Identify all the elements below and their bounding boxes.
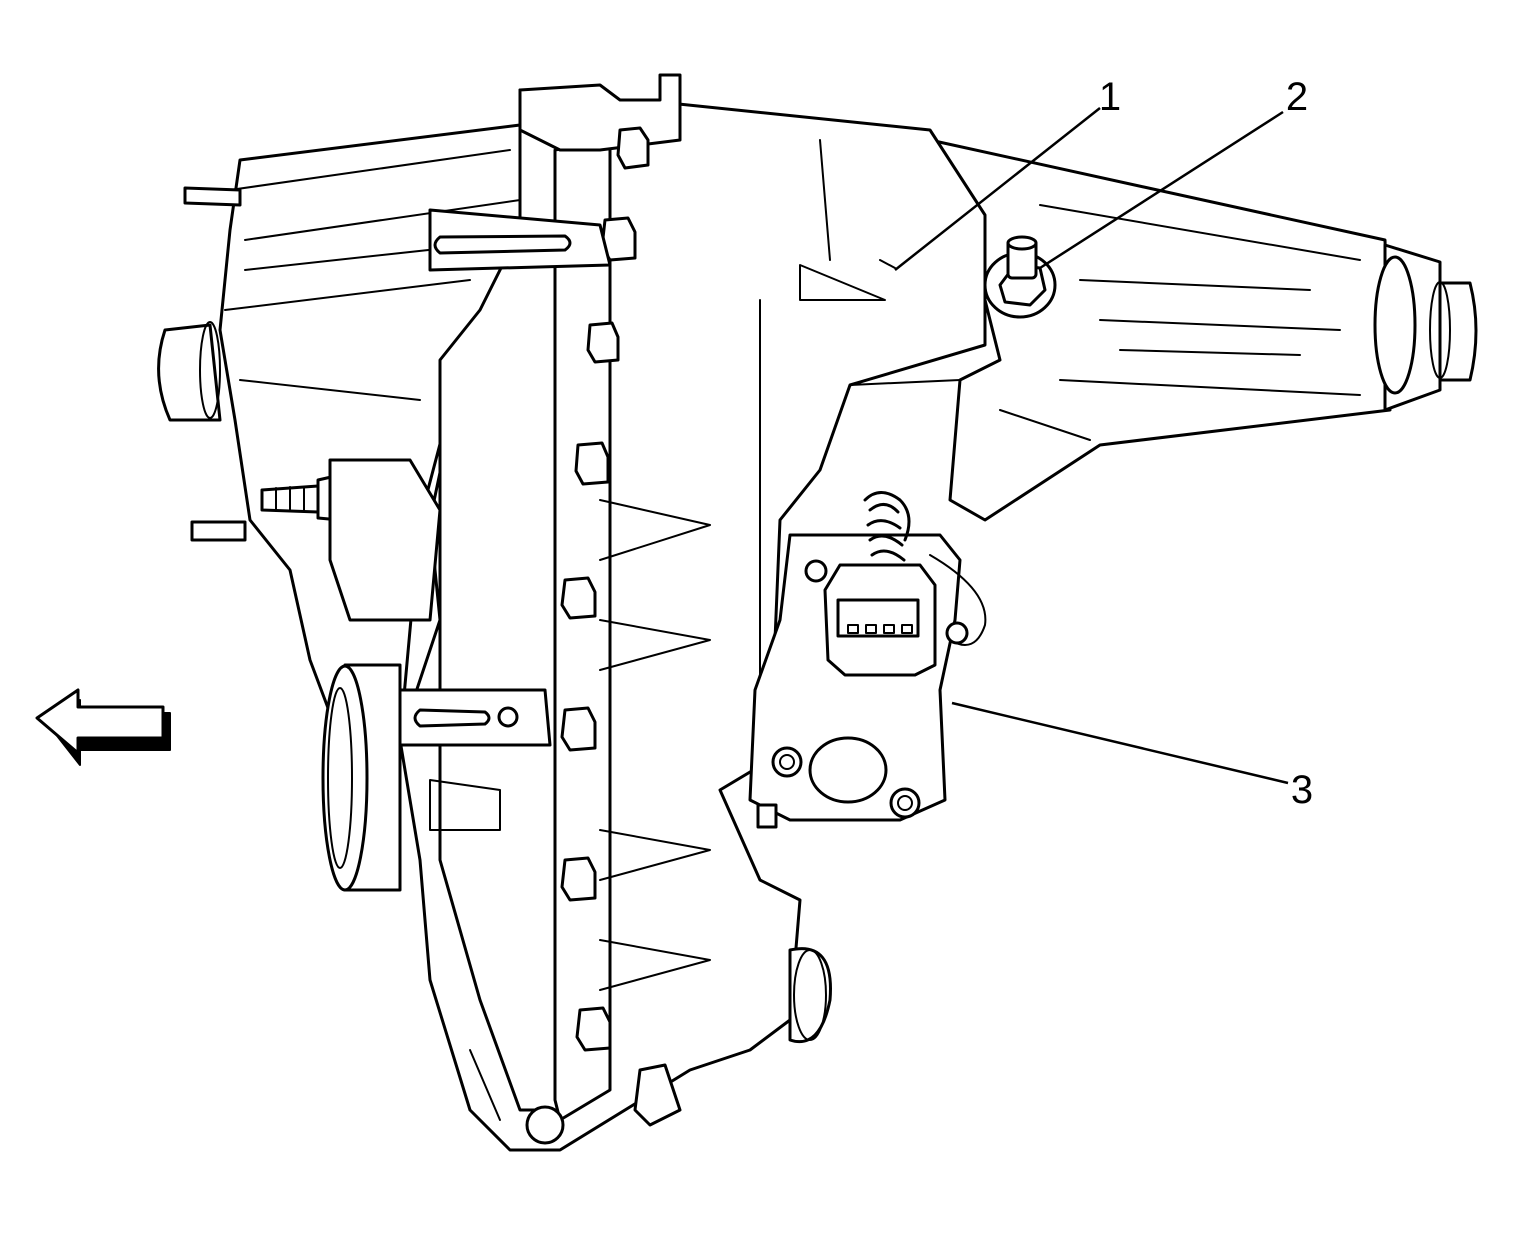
rear-extension-housing [928, 138, 1478, 522]
lower-housing-details [469, 947, 832, 1145]
motor-mount-bolt [945, 621, 969, 645]
motor-mount-bolt [804, 559, 828, 583]
leader-line-2 [1039, 110, 1284, 270]
seam-bolt [586, 321, 620, 364]
seam-bolt [574, 441, 610, 486]
left-arrow-icon [35, 688, 171, 766]
case-seam-flange [429, 73, 711, 1122]
callout-1: 1 [1099, 75, 1121, 119]
seam-bolt [560, 706, 597, 752]
harness-bracket-upper [428, 208, 612, 272]
seam-bolt [575, 1006, 612, 1052]
fill-plug [983, 235, 1057, 319]
leader-line-3 [951, 701, 1289, 785]
encoder-motor-assembly [748, 491, 987, 829]
motor-mount-bolt [771, 746, 803, 778]
leader-lines [894, 107, 1289, 785]
seam-bolt [560, 856, 597, 902]
harness-bracket-lower [398, 688, 552, 747]
callout-2: 2 [1286, 75, 1308, 119]
seam-bolt [560, 576, 597, 620]
seam-bolt [616, 126, 650, 170]
leader-line-1 [894, 107, 1101, 271]
motor-mount-bolt [889, 787, 921, 819]
callout-3: 3 [1291, 768, 1313, 812]
lower-output-flange [321, 663, 402, 892]
